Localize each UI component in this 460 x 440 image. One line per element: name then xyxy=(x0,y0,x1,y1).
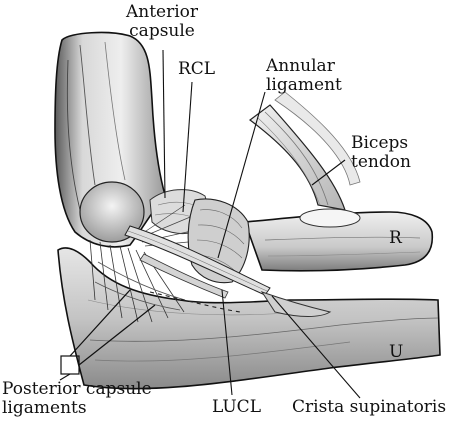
leader-crista-supinatoris xyxy=(271,295,361,399)
label-ulna: U xyxy=(389,342,404,362)
label-annular-ligament: Annular ligament xyxy=(266,56,342,95)
label-rcl: RCL xyxy=(178,59,216,79)
leader-lines xyxy=(59,49,361,399)
label-lucl: LUCL xyxy=(212,397,261,417)
label-anterior-capsule: Anterior capsule xyxy=(126,2,199,41)
leader-annular-ligament xyxy=(217,91,266,259)
leader-posterior-capsule xyxy=(59,373,71,381)
ulna-shape xyxy=(57,247,441,390)
leader-rcl xyxy=(182,81,193,213)
leader-biceps-tendon xyxy=(311,159,346,186)
label-radius: R xyxy=(389,228,402,248)
leader-lucl xyxy=(221,289,233,396)
label-posterior-capsule-ligaments: Posterior capsule ligaments xyxy=(2,379,152,418)
biceps-tendon-shape xyxy=(249,91,361,211)
label-crista-supinatoris: Crista supinatoris xyxy=(292,397,447,417)
lucl-shape xyxy=(124,225,271,313)
crista-supinatoris-shape xyxy=(260,291,332,317)
radius-shape xyxy=(243,208,434,272)
label-biceps-tendon: Biceps tendon xyxy=(351,133,411,172)
humerus-shape xyxy=(54,31,166,248)
leader-anterior-capsule xyxy=(162,49,166,199)
